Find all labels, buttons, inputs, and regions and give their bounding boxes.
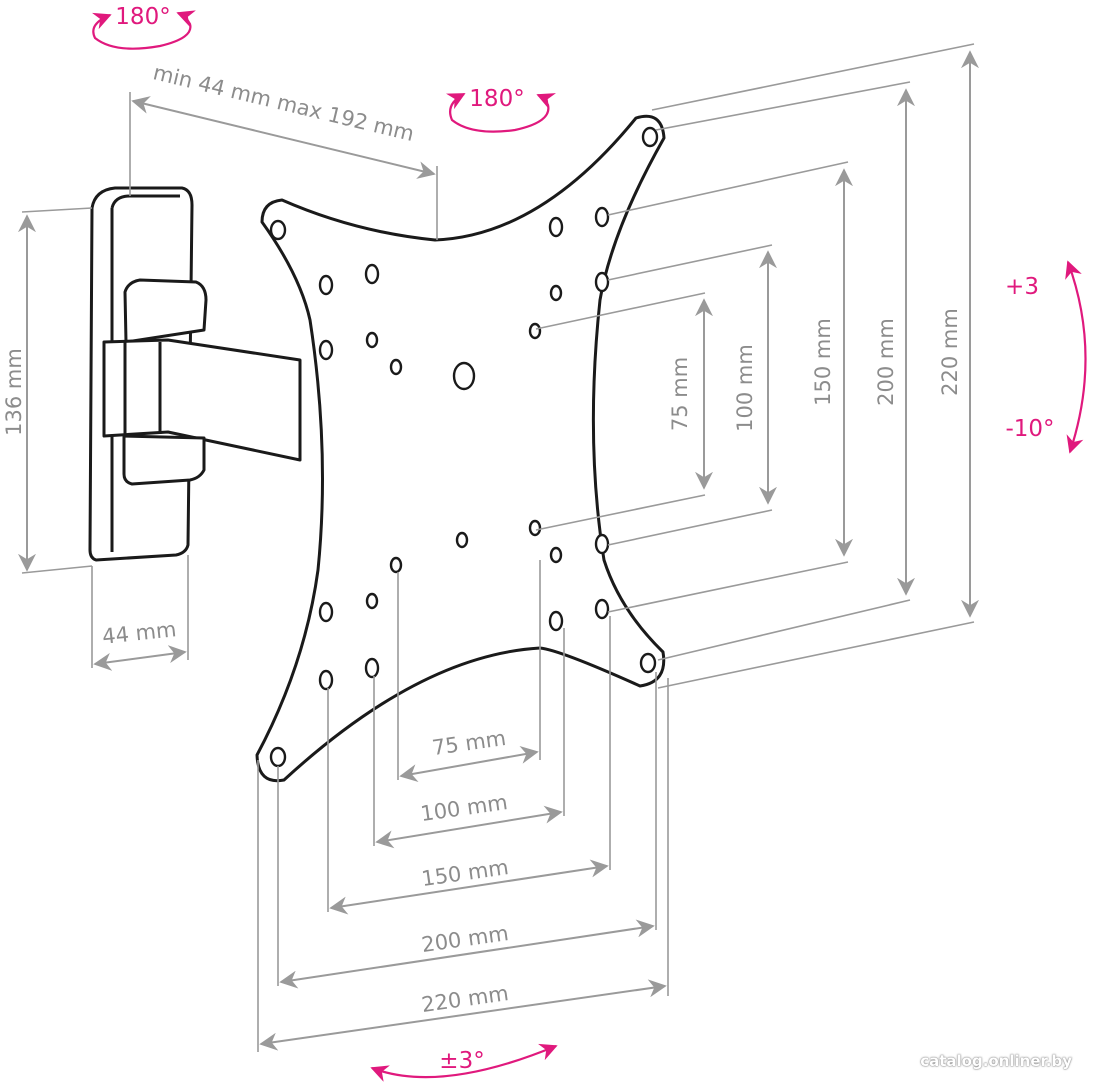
- mount-hole: [389, 358, 403, 376]
- vertical-dim-220: 220 mm: [938, 308, 962, 396]
- mount-hole: [452, 361, 476, 391]
- tilt-down-label: -10°: [1005, 416, 1054, 442]
- horizontal-dim-100: 100 mm: [419, 790, 509, 826]
- mount-hole: [389, 556, 403, 574]
- vertical-dim-100: 100 mm: [733, 344, 757, 432]
- mount-hole: [594, 271, 610, 293]
- wall-plate-width-label: 44 mm: [101, 617, 177, 649]
- mount-hole: [365, 331, 379, 349]
- mount-hole: [549, 546, 563, 564]
- mount-hole: [548, 610, 564, 632]
- mount-hole: [318, 601, 334, 623]
- wall-plate-height-label: 136 mm: [2, 348, 26, 436]
- vertical-dimensions: 75 mm 100 mm 150 mm 200 mm 220 mm: [535, 43, 979, 689]
- watermark: catalog.onliner.by: [920, 1052, 1072, 1070]
- mount-hole: [528, 322, 542, 340]
- horizontal-dim-200: 200 mm: [420, 921, 510, 957]
- mount-hole: [548, 216, 564, 238]
- swivel-indicator: ±3°: [370, 1043, 558, 1082]
- mount-hole: [364, 263, 380, 285]
- mount-hole: [318, 274, 334, 296]
- arm-extension-label: min 44 mm max 192 mm: [151, 60, 417, 146]
- mount-hole: [269, 746, 287, 768]
- tilt-up-label: +3: [1005, 274, 1039, 300]
- mount-hole: [365, 592, 379, 610]
- tilt-indicator: +3 -10°: [1005, 260, 1087, 454]
- mount-hole: [594, 533, 610, 555]
- mount-hole: [594, 598, 610, 620]
- horizontal-dim-150: 150 mm: [420, 855, 510, 891]
- mount-arm: [102, 278, 302, 486]
- wall-plate-width-dimension: 44 mm: [91, 555, 189, 671]
- top-rotation-indicator: 180°: [92, 4, 196, 50]
- mount-hole: [639, 652, 657, 674]
- mount-hole: [364, 657, 380, 679]
- arm-rotation-label: 180°: [469, 86, 524, 112]
- mount-hole: [641, 126, 659, 148]
- swivel-label: ±3°: [439, 1048, 484, 1074]
- horizontal-dim-75: 75 mm: [431, 726, 508, 760]
- mount-hole: [318, 669, 334, 691]
- mount-hole: [269, 219, 287, 241]
- arm-rotation-indicator: 180°: [445, 86, 557, 133]
- mount-hole: [594, 206, 610, 228]
- top-rotation-label: 180°: [115, 4, 170, 30]
- vertical-dim-200: 200 mm: [874, 318, 898, 406]
- vesa-plate: [255, 114, 666, 783]
- mount-hole: [455, 531, 469, 549]
- wall-plate-height-dimension: 136 mm: [2, 207, 93, 574]
- mount-hole: [528, 519, 542, 537]
- horizontal-dim-220: 220 mm: [420, 981, 510, 1017]
- vertical-dim-75: 75 mm: [668, 357, 692, 431]
- mount-hole: [318, 339, 334, 361]
- mount-hole: [549, 284, 563, 302]
- vertical-dim-150: 150 mm: [811, 318, 835, 406]
